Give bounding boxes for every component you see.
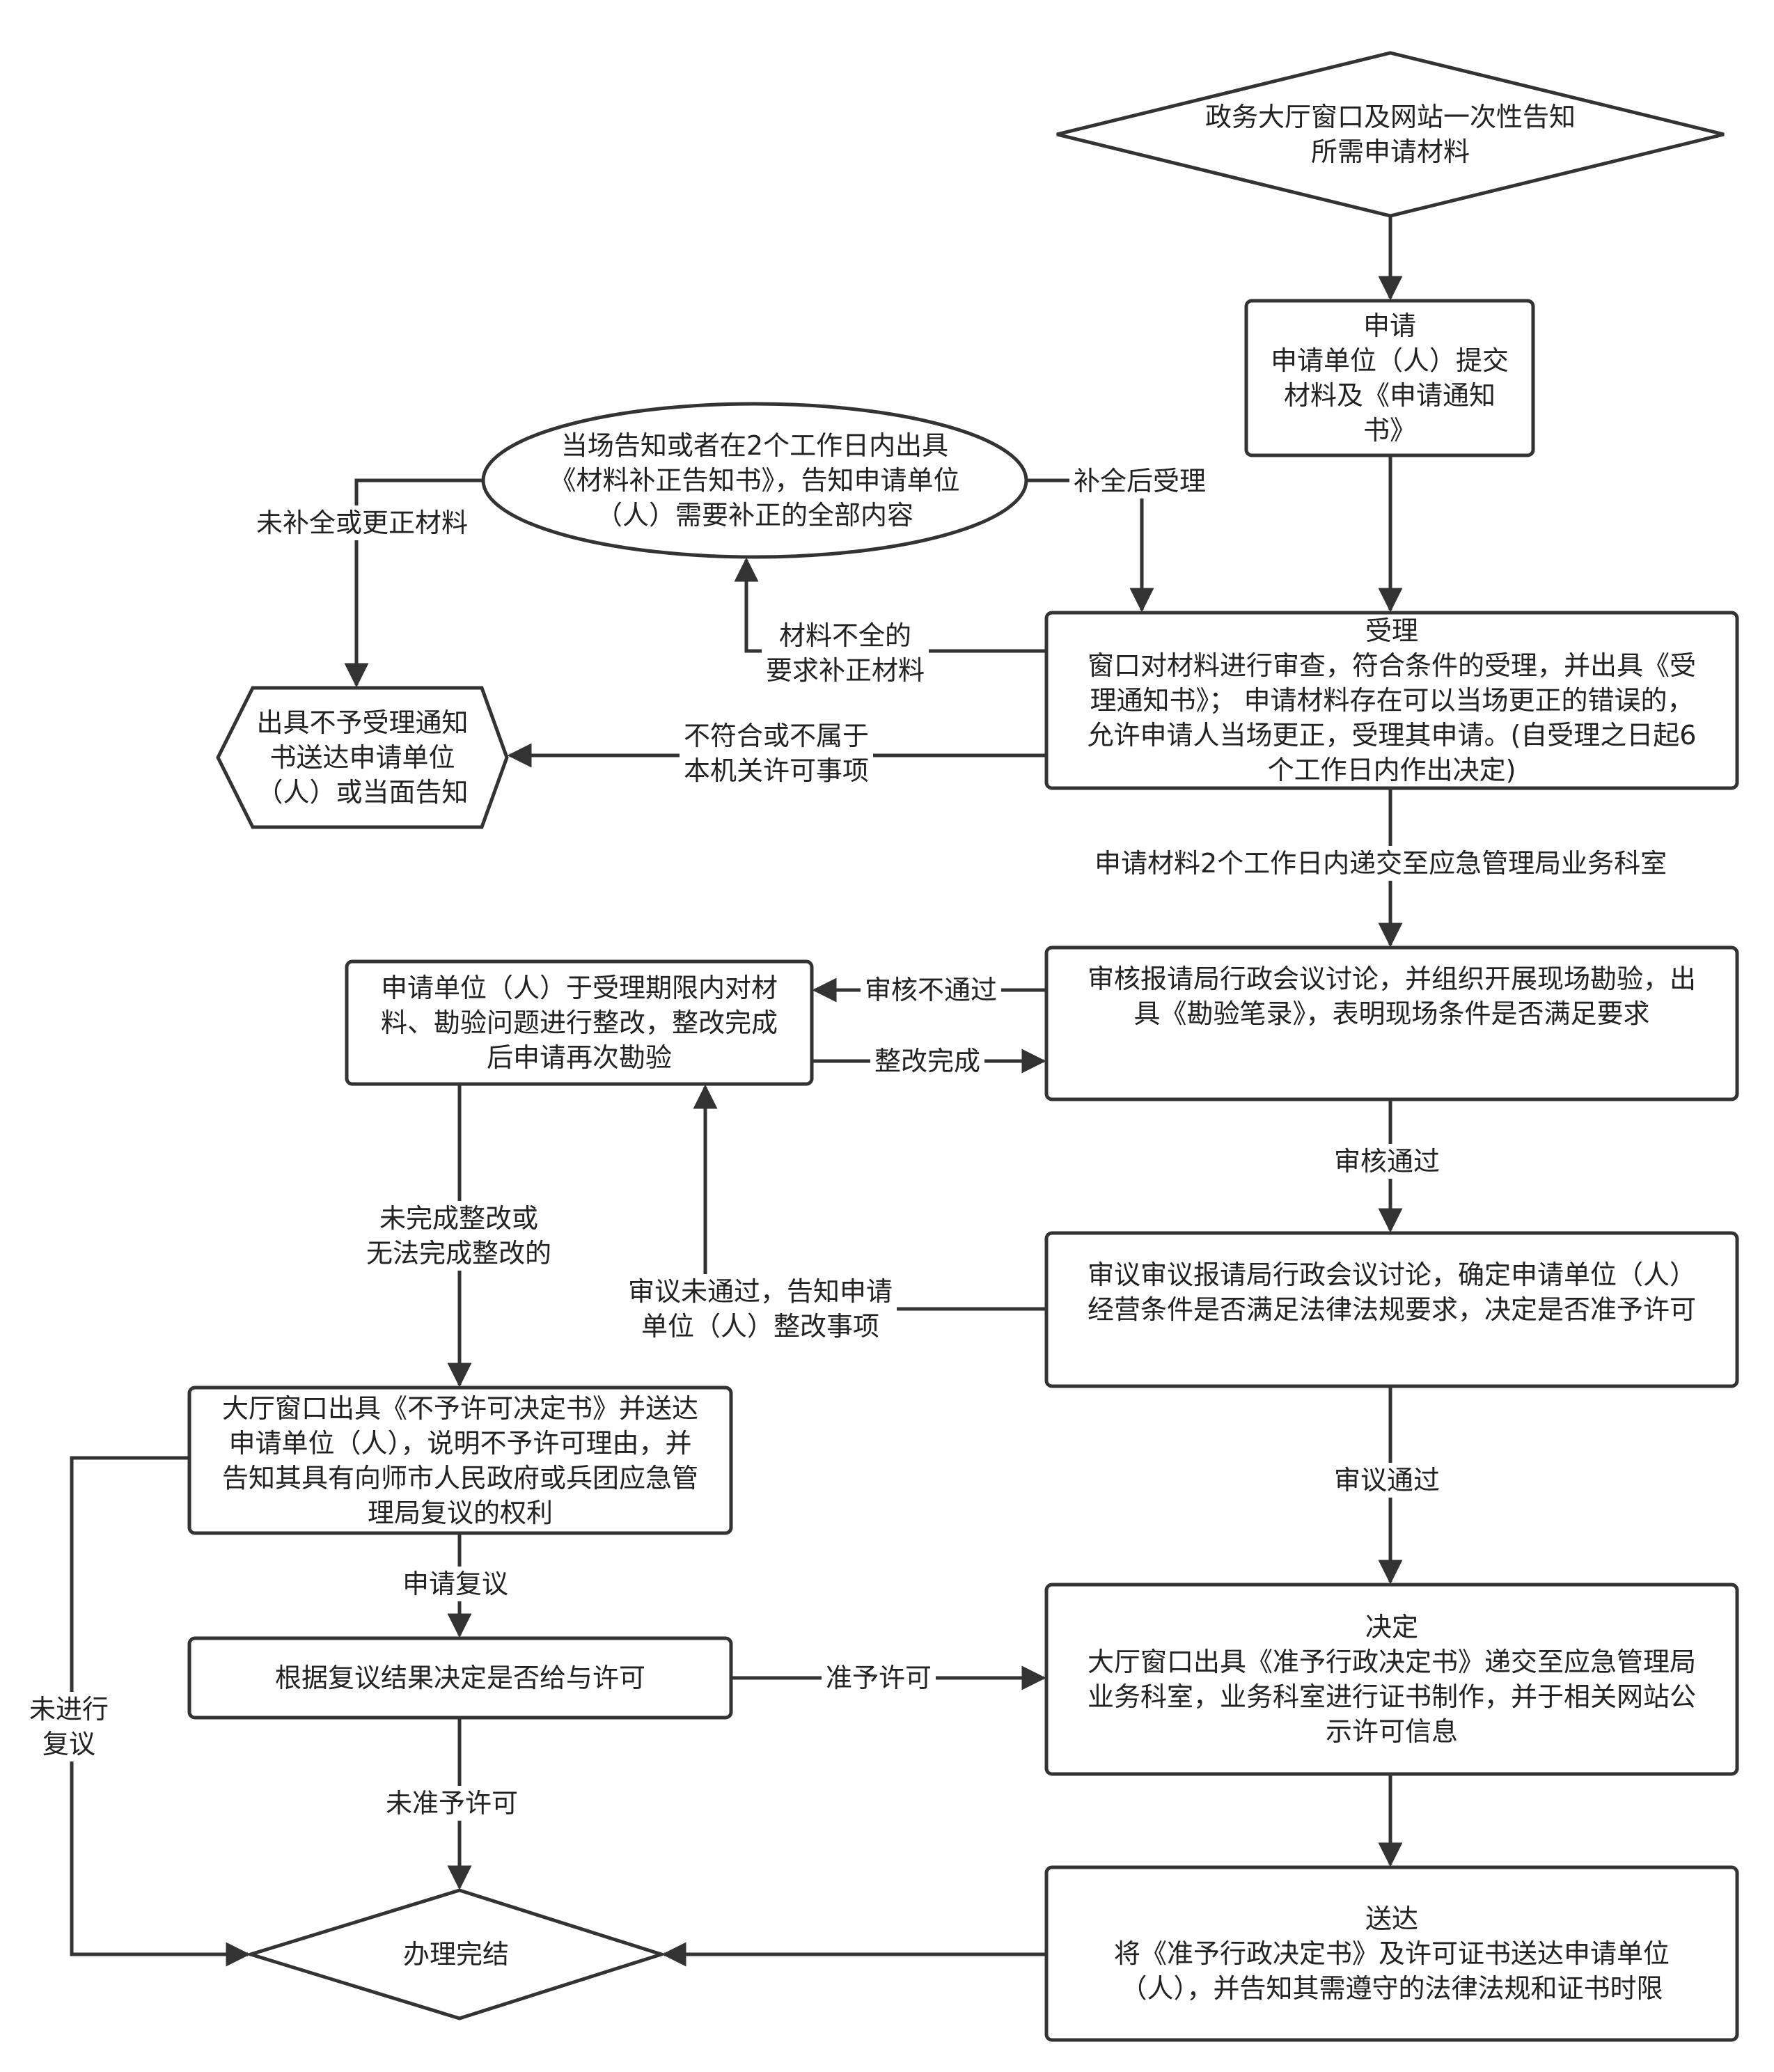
decide-text: 决定 大厅窗口出具《准予行政决定书》递交至应急管理局 业务科室，业务科室进行证书… bbox=[1087, 1612, 1696, 1747]
label-review-pass: 审核通过 bbox=[1330, 1144, 1445, 1179]
label-deliberate-pass: 审议通过 bbox=[1330, 1463, 1445, 1498]
rectify-text: 申请单位（人）于受理期限内对材 料、勘验问题进行整改，整改完成 后申请再次勘验 bbox=[380, 973, 778, 1073]
label-rectify-done: 整改完成 bbox=[870, 1044, 985, 1078]
recon-result-text: 根据复议结果决定是否给与许可 bbox=[274, 1663, 645, 1693]
edge-supplement-accept bbox=[1026, 478, 1154, 613]
label-no-recon: 未进行 复议 bbox=[25, 1692, 113, 1761]
reject-notice-hexagon bbox=[216, 686, 509, 829]
end-diamond bbox=[244, 1888, 668, 2020]
label-not-supplemented: 未补全或更正材料 bbox=[252, 505, 473, 540]
label-incomplete: 材料不全的 要求补正材料 bbox=[762, 618, 929, 688]
rectify-box bbox=[345, 959, 814, 1086]
label-apply-recon: 申请复议 bbox=[398, 1567, 513, 1601]
label-approve: 准予许可 bbox=[822, 1661, 936, 1695]
label-not-approved: 未准予许可 bbox=[382, 1786, 523, 1821]
edge-supplement-reject bbox=[344, 478, 483, 688]
deliberate-text: 审议审议报请局行政会议讨论，确定申请单位（人） 经营条件是否满足法律法规要求，决… bbox=[1087, 1259, 1696, 1325]
label-supplement-accept: 补全后受理 bbox=[1069, 464, 1211, 499]
reject-notice-text: 出具不予受理通知 书送达申请单位 （人）或当面告知 bbox=[256, 707, 469, 808]
apply-text: 申请 申请单位（人）提交 材料及《申请通知 书》 bbox=[1270, 311, 1509, 446]
end-text: 办理完结 bbox=[402, 1939, 509, 1970]
label-review-fail: 审核不通过 bbox=[861, 973, 1002, 1007]
label-rectify-fail: 未完成整改或 无法完成整改的 bbox=[362, 1201, 556, 1271]
label-deliberate-fail: 审议未通过，告知申请 单位（人）整改事项 bbox=[624, 1274, 897, 1344]
start-text: 政务大厅窗口及网站一次性告知 所需申请材料 bbox=[1204, 102, 1576, 167]
label-not-applicable: 不符合或不属于 本机关许可事项 bbox=[680, 719, 874, 788]
supplement-text: 当场告知或者在2个工作日内出具 《材料补正告知书》，告知申请单位 （人）需要补正… bbox=[549, 430, 960, 531]
deny-text: 大厅窗口出具《不予许可决定书》并送达 申请单位（人），说明不予许可理由，并 告知… bbox=[221, 1392, 698, 1528]
accept-text: 受理 窗口对材料进行审查，符合条件的受理，并出具《受 理通知书》； 申请材料存在… bbox=[1087, 615, 1697, 785]
label-forward: 申请材料2个工作日内递交至应急管理局业务科室 bbox=[1090, 846, 1672, 881]
deliver-text: 送达 将《准予行政决定书》及许可证书送达申请单位 （人），并告知其需遵守的法律法… bbox=[1113, 1904, 1670, 2004]
review-text: 审核报请局行政会议讨论，并组织开展现场勘验，出 具《勘验笔录》，表明现场条件是否… bbox=[1087, 964, 1696, 1029]
edge-accept-supplement bbox=[734, 557, 1046, 653]
